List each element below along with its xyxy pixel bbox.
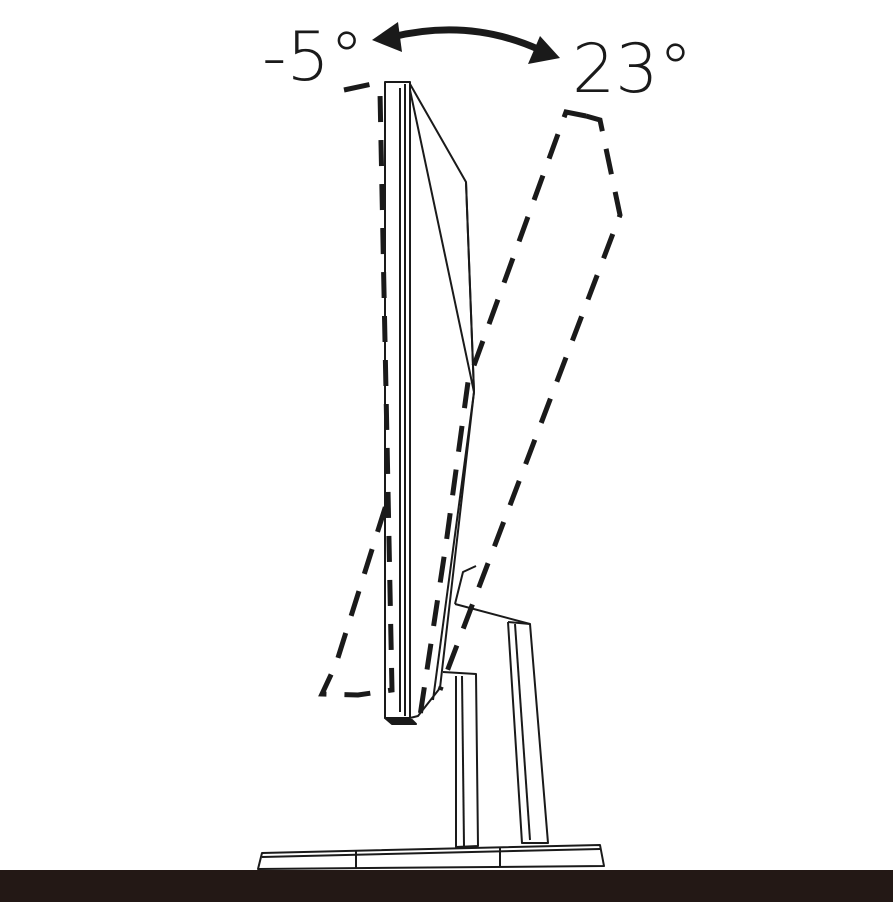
arrowhead-right-icon bbox=[528, 36, 560, 64]
tilt-range-arrow bbox=[372, 22, 560, 64]
forward-tilt-label: -5° bbox=[262, 18, 364, 97]
stand-base bbox=[257, 844, 605, 870]
backward-tilt-label: 23° bbox=[572, 30, 693, 109]
monitor-tilted-back-outline bbox=[417, 109, 623, 717]
monitor-tilted-forward-outline bbox=[318, 81, 395, 698]
desk-surface bbox=[0, 870, 893, 902]
stand-neck bbox=[442, 565, 549, 848]
arrowhead-left-icon bbox=[372, 22, 402, 52]
monitor-upright bbox=[384, 81, 475, 725]
